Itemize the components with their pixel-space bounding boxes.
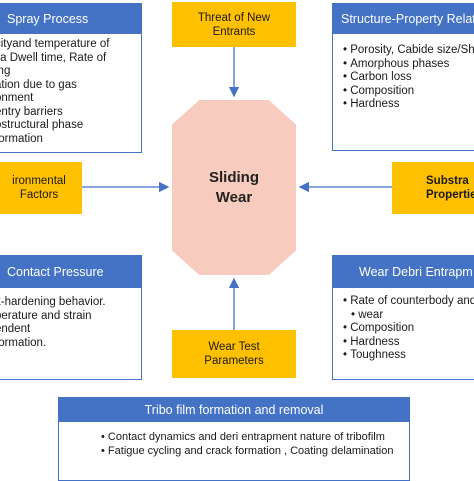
center-line2: Wear [215, 188, 253, 206]
list-item: Porosity, Cabide size/Shap [343, 44, 474, 58]
threat-line2: Entrants [212, 25, 256, 38]
wear-test-parameters-box: Wear Test Parameters [172, 330, 296, 378]
list-item: lla Dwell time, Rate of [0, 51, 107, 64]
spray-process-title: Spray Process [0, 4, 141, 34]
list-item: onment [0, 92, 34, 104]
tribo-film-title: Tribo film formation and removal [59, 398, 409, 422]
list-item: ing [0, 65, 11, 77]
list-item: cityand temperature of [0, 38, 110, 50]
contact-pressure-panel: Contact Pressure k-hardening behavior. p… [0, 255, 142, 380]
structure-property-title: Structure-Property Relatio [333, 4, 474, 34]
list-item: ostructural phase [0, 119, 84, 131]
substrate-line2: Propertie [426, 189, 474, 201]
structure-property-list: Porosity, Cabide size/Shap Amorphous pha… [333, 34, 474, 116]
spray-process-panel: Spray Process cityand temperature of lla… [0, 3, 142, 153]
environmental-line2: Factors [19, 189, 59, 201]
center-line1: Sliding [209, 168, 259, 186]
threat-of-new-entrants-box: Threat of New Entrants [172, 2, 296, 47]
wear-debris-panel: Wear Debri Entrapm Rate of counterbody a… [332, 255, 474, 380]
list-item: k-hardening behavior. [0, 296, 106, 308]
environmental-line1: ironmental [12, 175, 66, 187]
wear-test-line1: Wear Test [208, 341, 260, 353]
list-item: Fatigue cycling and crack formation , Co… [101, 445, 403, 459]
wear-debris-list: Rate of counterbody and wear Composition… [333, 288, 474, 367]
contact-pressure-title: Contact Pressure [0, 256, 141, 288]
wear-debris-title: Wear Debri Entrapm [333, 256, 474, 288]
list-item: Hardness [343, 336, 473, 350]
contact-pressure-list: k-hardening behavior. perature and strai… [0, 288, 141, 354]
threat-line1: Threat of New [197, 11, 271, 24]
list-item: formation. [0, 336, 47, 349]
list-item: Toughness [343, 349, 473, 363]
list-item-continuation: wear [358, 308, 384, 321]
substrate-line1: Substra [426, 175, 469, 187]
list-item: endent [0, 323, 31, 335]
environmental-factors-box: ironmental Factors [0, 162, 82, 214]
list-item: ation due to gas [0, 78, 77, 91]
tribo-film-list: Contact dynamics and deri entrapment nat… [59, 422, 409, 462]
structure-property-panel: Structure-Property Relatio Porosity, Cab… [332, 3, 474, 151]
list-item: Contact dynamics and deri entrapment nat… [101, 431, 403, 445]
substrate-properties-box: Substra Propertie [392, 162, 474, 214]
list-item: Amorphous phases [343, 58, 473, 72]
list-item: perature and strain [0, 309, 92, 322]
list-item: Composition [343, 85, 473, 99]
spray-process-list: cityand temperature of lla Dwell time, R… [0, 34, 141, 150]
list-item: Rate of counterbody and [343, 295, 474, 309]
wear-test-line2: Parameters [204, 355, 264, 367]
list-item: Hardness [343, 98, 473, 112]
sliding-wear-center: Sliding Wear [172, 100, 296, 275]
list-item: entry barriers [0, 105, 63, 118]
list-item: Composition [343, 322, 473, 336]
list-item: formation [0, 132, 43, 145]
tribo-film-panel: Tribo film formation and removal Contact… [58, 397, 410, 481]
list-item: wear [343, 309, 473, 323]
list-item: Carbon loss [343, 71, 473, 85]
